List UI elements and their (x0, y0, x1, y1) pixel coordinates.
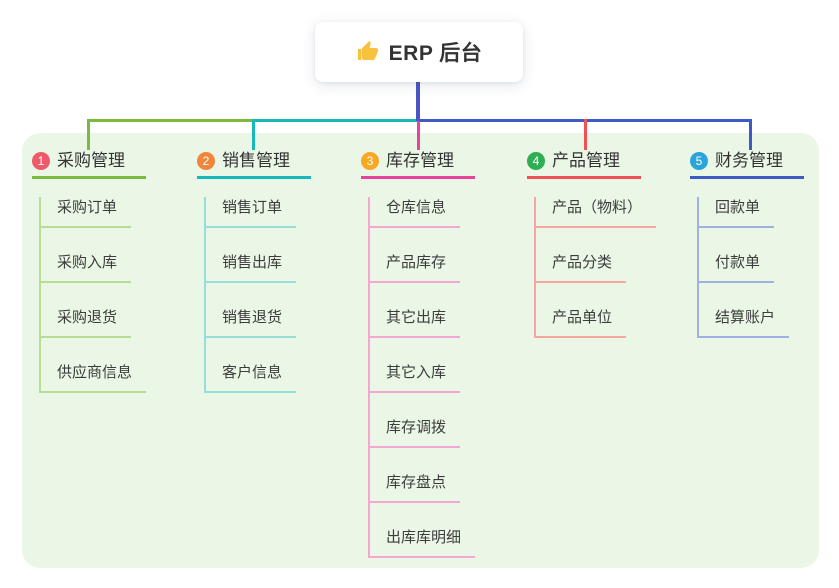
branch-item-node[interactable]: 销售退货 (206, 307, 297, 338)
branch-item: 产品库存 (370, 252, 511, 283)
branch-item-node[interactable]: 产品（物料） (536, 197, 657, 228)
branch-label-text: 销售管理 (222, 151, 290, 170)
branch-number-badge: 4 (527, 151, 545, 170)
branch-2: 2 销售管理销售订单销售出库销售退货客户信息 (197, 150, 347, 393)
branch-item-node[interactable]: 付款单 (699, 252, 775, 283)
connector-root-stem (416, 82, 420, 121)
connector-h-branch-2 (252, 118, 419, 122)
root-node[interactable]: ERP 后台 (315, 22, 523, 82)
branch-item: 产品（物料） (536, 197, 677, 228)
branch-item-list: 仓库信息产品库存其它出库其它入库库存调拨库存盘点出库库明细 (368, 197, 511, 558)
branch-node-label[interactable]: 4 产品管理 (527, 150, 641, 179)
branch-item: 销售退货 (206, 307, 347, 338)
branch-4: 4 产品管理产品（物料） 产品分类产品单位 (527, 150, 677, 338)
branch-item-node[interactable]: 销售订单 (206, 197, 297, 228)
thumbs-up-icon (357, 41, 378, 60)
branch-label-text: 产品管理 (552, 151, 620, 170)
branch-item-node[interactable]: 结算账户 (699, 307, 790, 338)
branch-label-text: 财务管理 (715, 151, 783, 170)
branch-item-node[interactable]: 其它入库 (370, 362, 461, 393)
branch-item: 出库库明细 (370, 527, 511, 558)
branch-item-node[interactable]: 回款单 (699, 197, 775, 228)
branch-item-node[interactable]: 产品单位 (536, 307, 627, 338)
connector-drop-branch-1 (86, 118, 90, 150)
branch-number-badge: 1 (32, 151, 50, 170)
branch-node-label[interactable]: 5 财务管理 (690, 150, 804, 179)
connector-drop-branch-2 (251, 118, 255, 150)
branch-node-label[interactable]: 2 销售管理 (197, 150, 311, 179)
branch-item-node[interactable]: 库存调拨 (370, 417, 461, 448)
connector-drop-branch-3 (416, 118, 420, 150)
branch-item-node[interactable]: 其它出库 (370, 307, 461, 338)
branch-item-list: 产品（物料） 产品分类产品单位 (534, 197, 677, 338)
branch-number-badge: 2 (197, 151, 215, 170)
branch-item-node[interactable]: 采购退货 (41, 307, 132, 338)
branch-node-label[interactable]: 3 库存管理 (361, 150, 475, 179)
branch-item: 库存调拨 (370, 417, 511, 448)
branch-item-node[interactable]: 出库库明细 (370, 527, 476, 558)
branch-item-node[interactable]: 仓库信息 (370, 197, 461, 228)
branch-item: 付款单 (699, 252, 839, 283)
branch-item: 结算账户 (699, 307, 839, 338)
branch-item-node[interactable]: 产品分类 (536, 252, 627, 283)
connector-drop-branch-4 (583, 118, 587, 150)
branch-item: 销售订单 (206, 197, 347, 228)
branch-item: 其它出库 (370, 307, 511, 338)
branch-1: 1 采购管理采购订单采购入库采购退货供应商信息 (32, 150, 182, 393)
branch-item: 回款单 (699, 197, 839, 228)
branch-item: 采购退货 (41, 307, 182, 338)
branch-item: 销售出库 (206, 252, 347, 283)
branch-item: 供应商信息 (41, 362, 182, 393)
branch-item: 产品单位 (536, 307, 677, 338)
branch-item: 其它入库 (370, 362, 511, 393)
branch-item-node[interactable]: 供应商信息 (41, 362, 147, 393)
branch-item: 库存盘点 (370, 472, 511, 503)
connector-drop-branch-5 (748, 118, 752, 150)
branch-item-node[interactable]: 采购入库 (41, 252, 132, 283)
branch-label-text: 采购管理 (57, 151, 125, 170)
branch-item-list: 采购订单采购入库采购退货供应商信息 (39, 197, 182, 393)
branch-item: 采购订单 (41, 197, 182, 228)
branch-item-node[interactable]: 销售出库 (206, 252, 297, 283)
branch-item: 采购入库 (41, 252, 182, 283)
branch-number-badge: 5 (690, 151, 708, 170)
branch-item: 客户信息 (206, 362, 347, 393)
branch-number-badge: 3 (361, 151, 379, 170)
branch-5: 5 财务管理回款单付款单结算账户 (690, 150, 839, 338)
branch-node-label[interactable]: 1 采购管理 (32, 150, 146, 179)
branch-item-node[interactable]: 采购订单 (41, 197, 132, 228)
branch-item: 产品分类 (536, 252, 677, 283)
branch-label-text: 库存管理 (386, 151, 454, 170)
branch-item-list: 销售订单销售出库销售退货客户信息 (204, 197, 347, 393)
branch-3: 3 库存管理仓库信息产品库存其它出库其它入库库存调拨库存盘点出库库明细 (361, 150, 511, 558)
branch-item-node[interactable]: 客户信息 (206, 362, 297, 393)
branch-item-node[interactable]: 库存盘点 (370, 472, 461, 503)
branch-item-list: 回款单付款单结算账户 (697, 197, 839, 338)
root-title: ERP 后台 (388, 42, 483, 65)
branch-item-node[interactable]: 产品库存 (370, 252, 461, 283)
branches-background-panel (22, 133, 819, 568)
branch-item: 仓库信息 (370, 197, 511, 228)
